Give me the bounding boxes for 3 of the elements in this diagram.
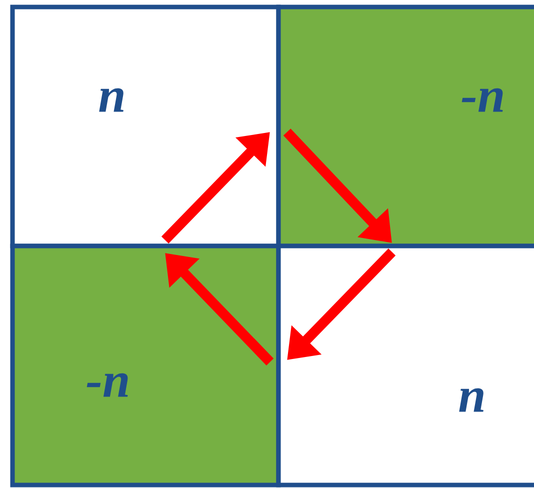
grid-cell: n (276, 244, 534, 488)
grid-cell: n (10, 4, 281, 248)
grid-cell: -n (10, 244, 281, 488)
